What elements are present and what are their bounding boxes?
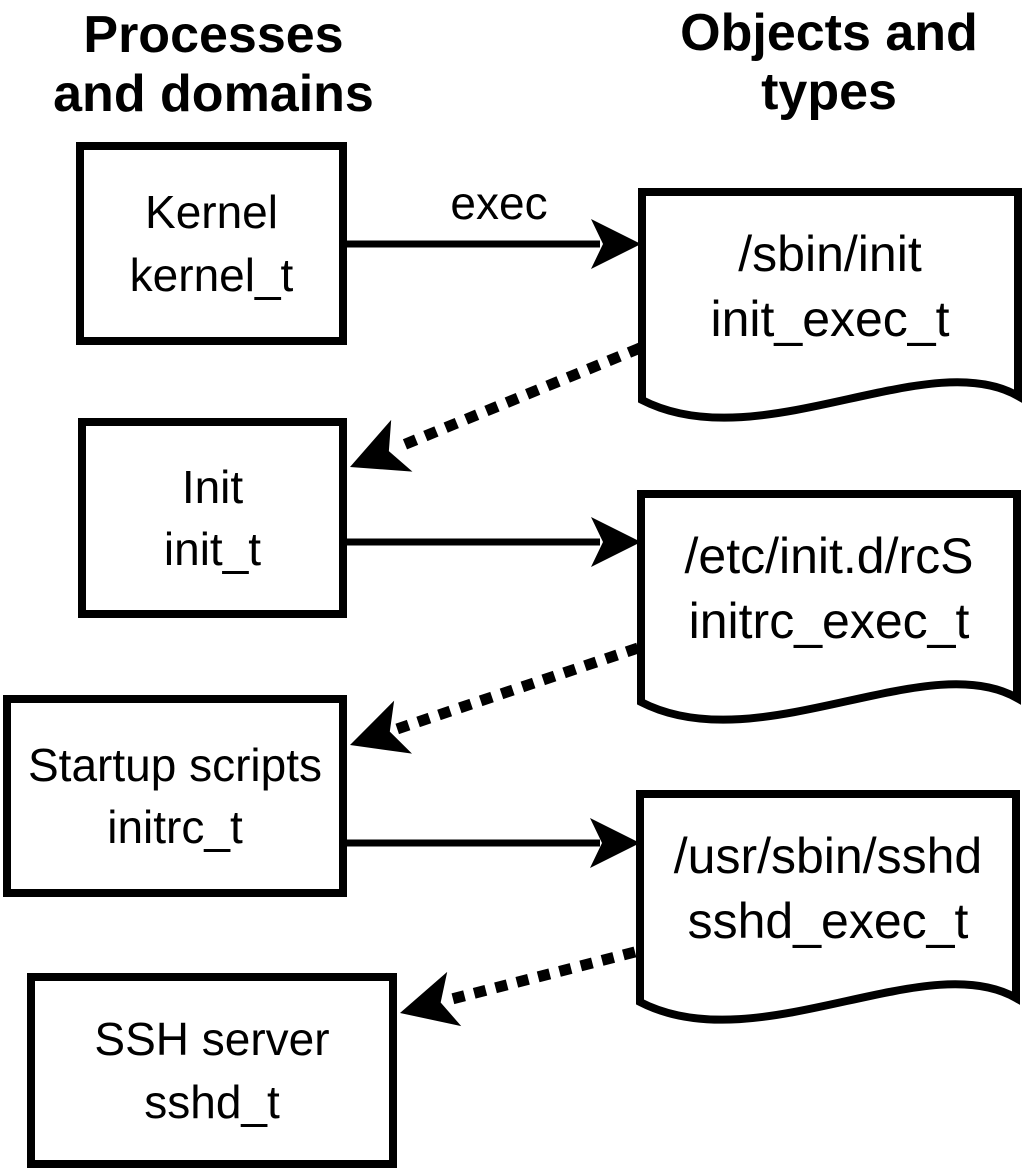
process-node-init: Init init_t [78, 418, 347, 618]
column-title-line: and domains [53, 64, 374, 123]
column-title-line: types [761, 62, 897, 121]
column-title-line: Processes [83, 6, 344, 64]
process-type: init_t [163, 523, 262, 575]
process-name: Startup scripts [28, 738, 322, 791]
object-path: /etc/init.d/rcS [684, 528, 974, 584]
document-shape [636, 790, 1020, 1024]
process-name: SSH server [94, 1013, 330, 1066]
column-title-objects: Objects and types [634, 4, 1024, 122]
exec-arrow-startup-scripts-to-sshd [347, 818, 640, 868]
document-shape [637, 490, 1021, 724]
object-node-text: /usr/sbin/sshd sshd_exec_t [636, 790, 1020, 1002]
edge-label-exec: exec [450, 177, 548, 229]
object-path: /usr/sbin/sshd [673, 828, 983, 884]
column-title-processes: Processes and domains [16, 6, 411, 124]
process-name: Kernel [145, 186, 278, 239]
object-path: /sbin/init [738, 226, 922, 282]
process-type: kernel_t [129, 248, 294, 301]
object-node-sbin-init: /sbin/init init_exec_t [638, 188, 1022, 438]
process-node-kernel: Kernel kernel_t [76, 142, 347, 345]
transition-arrow-sshd-exec-to-ssh-server [400, 946, 637, 1027]
object-node-usr-sbin-sshd: /usr/sbin/sshd sshd_exec_t [636, 790, 1020, 1040]
exec-arrow-init-to-rcs [347, 517, 641, 567]
process-type: sshd_t [144, 1075, 280, 1128]
process-node-startup-scripts: Startup scripts initrc_t [3, 695, 347, 897]
object-node-text: /etc/init.d/rcS initrc_exec_t [637, 490, 1021, 702]
transition-arrow-sbin-init-to-init [350, 342, 643, 472]
object-type: sshd_exec_t [687, 893, 969, 949]
process-type: initrc_t [107, 801, 243, 853]
process-node-ssh-server: SSH server sshd_t [27, 973, 397, 1168]
object-node-text: /sbin/init init_exec_t [638, 188, 1022, 400]
object-node-etc-initd-rcs: /etc/init.d/rcS initrc_exec_t [637, 490, 1021, 740]
object-type: init_exec_t [710, 291, 950, 347]
column-title-line: Objects and [680, 4, 978, 62]
object-type: initrc_exec_t [688, 593, 970, 649]
document-shape [638, 188, 1022, 422]
transition-arrow-rcs-to-startup-scripts [350, 642, 640, 754]
process-name: Init [181, 460, 244, 513]
